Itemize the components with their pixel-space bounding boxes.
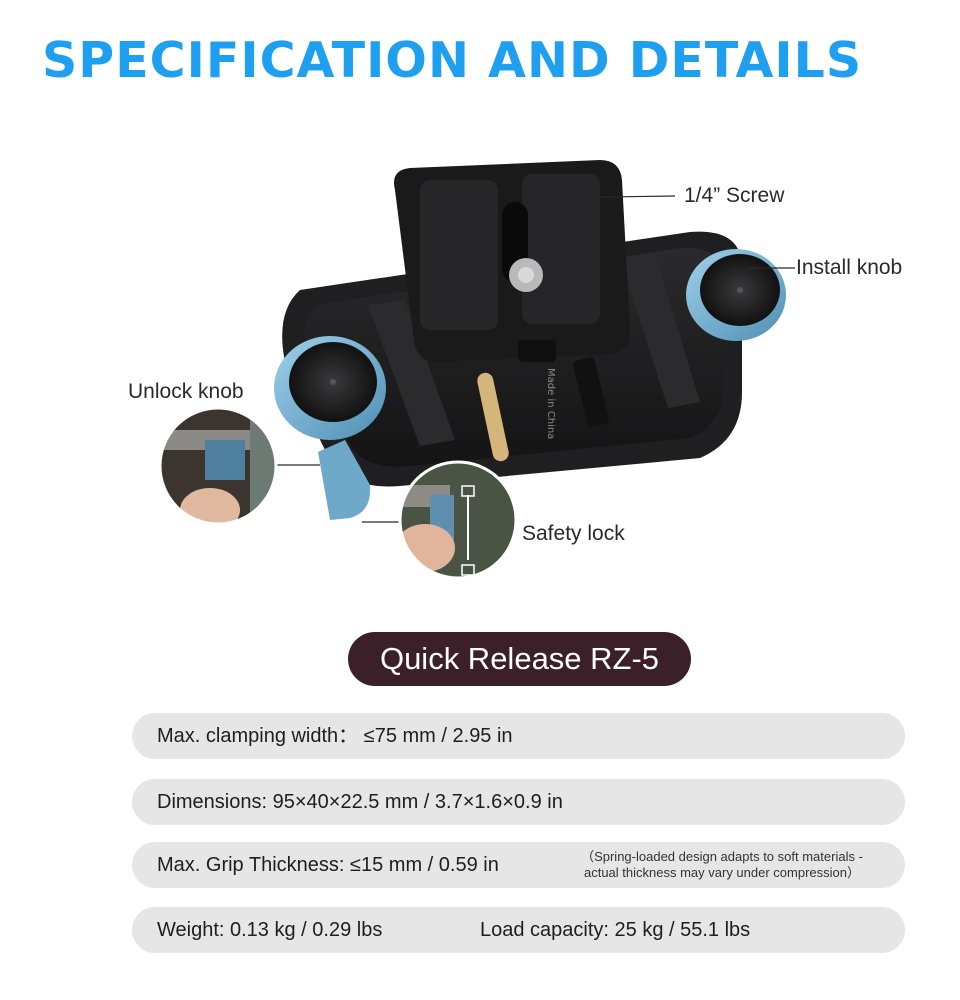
- product-illustration: Made in China: [158, 160, 795, 580]
- grip-thickness-note: （Spring-loaded design adapts to soft mat…: [552, 849, 892, 881]
- spec-weight: Weight: 0.13 kg / 0.29 lbs: [157, 919, 383, 941]
- callout-install-knob: Install knob: [796, 256, 903, 279]
- spec-row-grip-thickness: Max. Grip Thickness: ≤15 mm / 0.59 in （S…: [132, 842, 905, 888]
- grip-note-line1: （Spring-loaded design adapts to soft mat…: [581, 849, 863, 864]
- arca-plate: [394, 160, 631, 362]
- install-knob: [686, 249, 786, 341]
- page-title: SPECIFICATION AND DETAILS: [42, 32, 863, 89]
- unlock-knob: [274, 336, 386, 440]
- safety-lock-detail-photo: [398, 460, 518, 580]
- spec-dimensions: Dimensions: 95×40×22.5 mm / 3.7×1.6×0.9 …: [157, 791, 563, 813]
- callout-safety-lock: Safety lock: [522, 522, 625, 545]
- callout-unlock-knob: Unlock knob: [128, 380, 244, 403]
- grip-note-line2: actual thickness may vary under compress…: [583, 865, 860, 880]
- safety-latch: [318, 440, 371, 520]
- spec-row-weight-load: Weight: 0.13 kg / 0.29 lbs Load capacity…: [132, 907, 905, 953]
- unlock-detail-photo: [158, 406, 278, 526]
- spec-load-capacity: Load capacity: 25 kg / 55.1 lbs: [480, 919, 751, 941]
- spec-row-dimensions: Dimensions: 95×40×22.5 mm / 3.7×1.6×0.9 …: [132, 779, 905, 825]
- spec-clamping-width: Max. clamping width： ≤75 mm / 2.95 in: [157, 725, 513, 747]
- callout-screw: 1/4” Screw: [684, 184, 785, 207]
- spec-row-clamping-width: Max. clamping width： ≤75 mm / 2.95 in: [132, 713, 905, 759]
- spec-grip-thickness: Max. Grip Thickness: ≤15 mm / 0.59 in: [157, 854, 499, 876]
- engraving-text: Made in China: [545, 368, 556, 439]
- model-name-badge: Quick Release RZ-5: [348, 632, 691, 686]
